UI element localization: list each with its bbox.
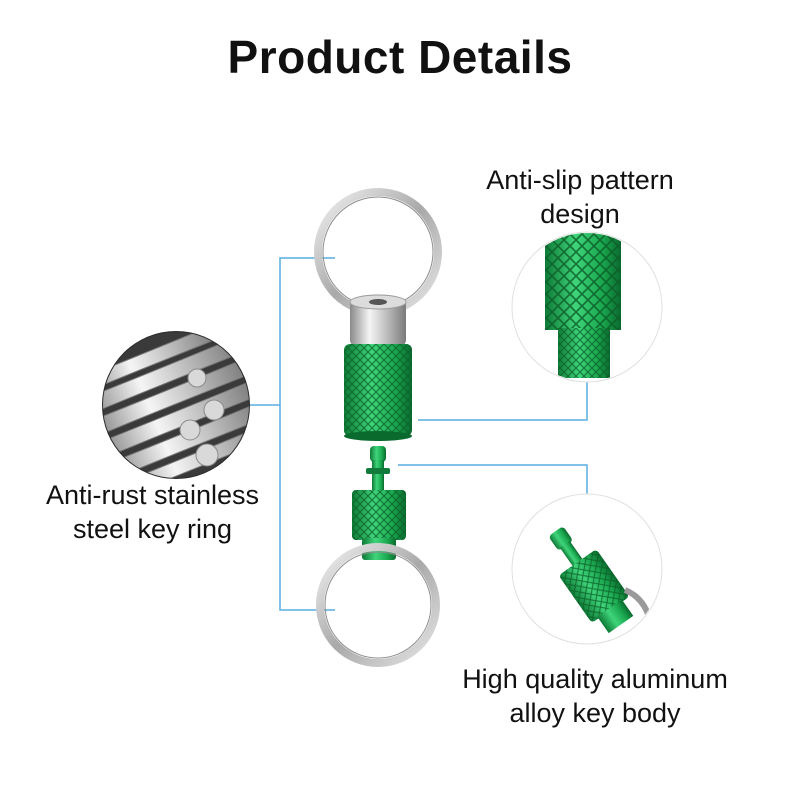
bottom-key-ring [316,543,440,667]
knurled-pattern-closeup-icon [511,231,663,383]
anti-slip-label-line2: design [540,199,620,229]
page-title: Product Details [227,31,573,83]
bottom-green-connector [352,446,406,560]
stainless-ring-label-line2: steel key ring [72,514,233,544]
anti-slip-label: Anti-slip pattern design [445,163,715,231]
top-green-body [344,344,412,441]
anti-slip-callout-line [418,380,588,421]
aluminum-body-label-line2: alloy key body [509,698,681,728]
aluminum-body-label: High quality aluminum alloy key body [430,662,760,730]
ring-bracket-line [279,257,335,611]
green-connector-closeup-icon [511,493,663,645]
steel-cap [349,294,407,346]
stainless-ring-label-line1: Anti-rust stainless [45,480,260,510]
alloy-callout-line [398,464,588,495]
top-key-ring [314,188,442,316]
anti-slip-label-line1: Anti-slip pattern [486,165,674,195]
aluminum-body-label-line1: High quality aluminum [462,664,728,694]
stainless-ring-label: Anti-rust stainless steel key ring [20,478,285,546]
steel-rods-closeup-icon [102,331,250,479]
leader-lines [250,257,588,611]
